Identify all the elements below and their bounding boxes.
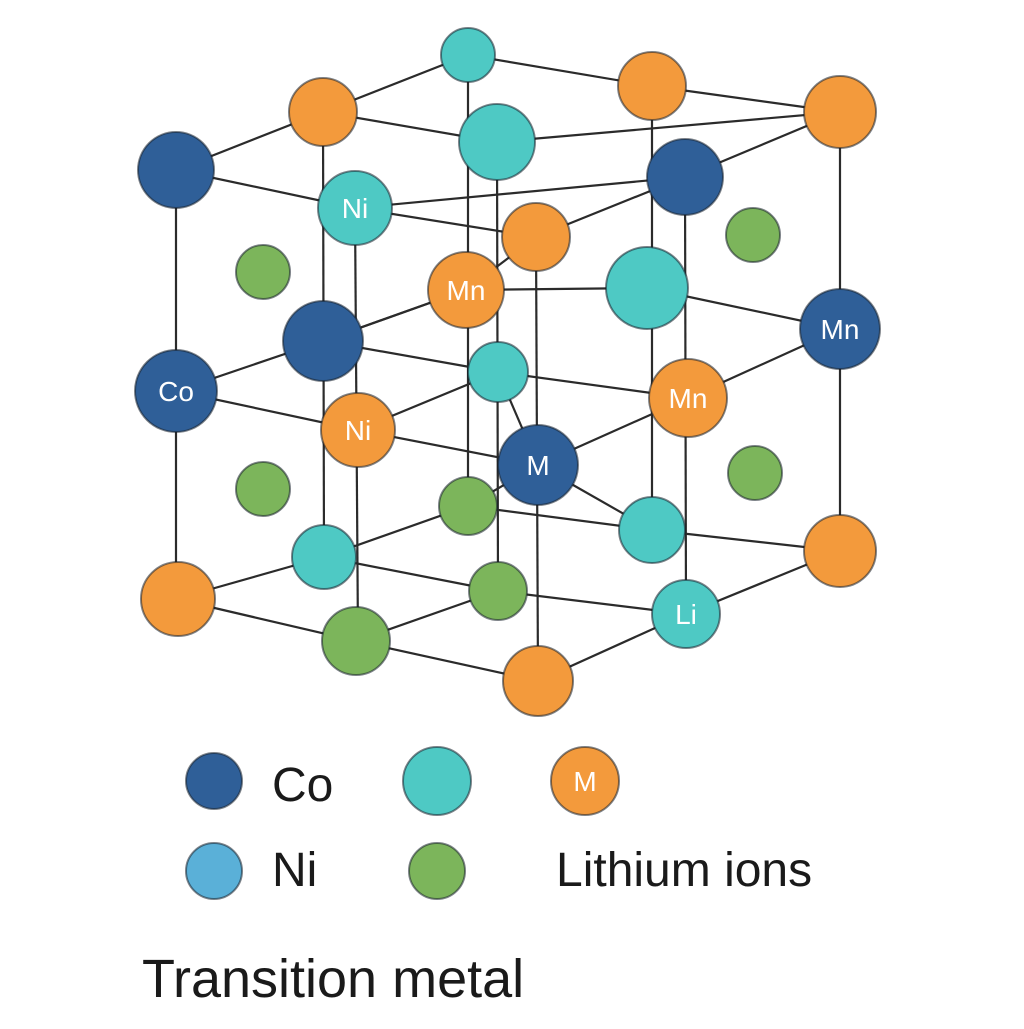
atom-mn-center-label: Mn (447, 275, 486, 306)
atom-ni-top-circle (317, 170, 393, 246)
atom-teal-right-lower (618, 496, 686, 564)
atom-green-right-upper-circle (725, 207, 781, 263)
atom-top-teal (440, 27, 496, 83)
atom-teal-center-circle (467, 341, 529, 403)
atom-orange-right-lower-circle (803, 514, 877, 588)
atom-mn-mid: Mn (648, 358, 728, 438)
atom-top-orange-left (288, 77, 358, 147)
atom-ni-top: Ni (317, 170, 393, 246)
atom-green-bottom-left-circle (321, 606, 391, 676)
legend-co-label: Co (272, 759, 334, 812)
legend-lithium-label: Lithium ions (556, 844, 813, 897)
atom-top-orange-mid (617, 51, 687, 121)
atom-orange-left-lower (140, 561, 216, 637)
atom-mn-right: Mn (799, 288, 881, 370)
bond-line (354, 175, 686, 210)
atom-orange-mid-upper (501, 202, 571, 272)
atom-co-center-circle (282, 300, 364, 382)
atom-teal-center (467, 341, 529, 403)
atom-top-orange-right (803, 75, 877, 149)
atom-mn-mid-circle (648, 358, 728, 438)
atom-orange-bottom-circle (502, 645, 574, 717)
atom-co-left: Co (134, 349, 218, 433)
atom-top-teal-circle (440, 27, 496, 83)
atom-teal-left-lower-circle (291, 524, 357, 590)
legend-green-marker-circle (408, 842, 466, 900)
atom-green-left-upper (235, 244, 291, 300)
atom-orange-bottom (502, 645, 574, 717)
atom-co-left-label: Co (158, 376, 194, 407)
atom-green-center-lower (468, 561, 528, 621)
legend-m-marker-label: M (573, 766, 596, 797)
atom-orange-mid-upper-circle (501, 202, 571, 272)
atom-top-orange-mid-circle (617, 51, 687, 121)
atom-green-center (438, 476, 498, 536)
atom-top-co-left (137, 131, 215, 209)
atom-top-co-left-circle (137, 131, 215, 209)
atom-co-right-upper (646, 138, 724, 216)
atom-ni-mid-label: Ni (345, 415, 371, 446)
atom-co-right-upper-circle (646, 138, 724, 216)
atom-green-left-upper-circle (235, 244, 291, 300)
atom-top-orange-left-circle (288, 77, 358, 147)
bond-line (496, 110, 841, 144)
legend-markers: M (185, 746, 620, 900)
atom-teal-left-lower (291, 524, 357, 590)
atom-li-corner: Li (651, 579, 721, 649)
transition-metal-label: Transition metal (142, 949, 525, 1009)
atom-mn-right-label: Mn (821, 314, 860, 345)
legend-co-marker-circle (185, 752, 243, 810)
legend-ni-label: Ni (272, 844, 318, 897)
legend-m-marker-circle (550, 746, 620, 816)
atom-mn-right-circle (799, 288, 881, 370)
atom-green-center-lower-circle (468, 561, 528, 621)
atom-green-right-mid (727, 445, 783, 501)
atom-mn-mid-label: Mn (669, 383, 708, 414)
atom-green-right-upper (725, 207, 781, 263)
atom-ni-mid: Ni (320, 392, 396, 468)
atom-green-left-mid-circle (235, 461, 291, 517)
legend-teal-marker (402, 746, 472, 816)
atom-mn-center-circle (427, 251, 505, 329)
atom-orange-left-lower-circle (140, 561, 216, 637)
atom-li-corner-label: Li (675, 599, 697, 630)
legend-ni-marker-circle (185, 842, 243, 900)
atom-orange-right-lower (803, 514, 877, 588)
atom-ni-mid-circle (320, 392, 396, 468)
atom-top-teal-center-circle (458, 103, 536, 181)
atom-green-right-mid-circle (727, 445, 783, 501)
legend-ni-marker (185, 842, 243, 900)
atom-green-bottom-left (321, 606, 391, 676)
atom-co-center (282, 300, 364, 382)
atom-teal-right-center (605, 246, 689, 330)
atom-li-corner-circle (651, 579, 721, 649)
atom-m-center-circle (497, 424, 579, 506)
atom-top-orange-right-circle (803, 75, 877, 149)
atom-ni-top-label: Ni (342, 193, 368, 224)
atom-green-center-circle (438, 476, 498, 536)
atom-green-left-mid (235, 461, 291, 517)
atom-top-teal-center (458, 103, 536, 181)
atom-m-center: M (497, 424, 579, 506)
atom-mn-center: Mn (427, 251, 505, 329)
atom-co-left-circle (134, 349, 218, 433)
atom-m-center-label: M (526, 450, 549, 481)
legend-m-marker: M (550, 746, 620, 816)
legend-green-marker (408, 842, 466, 900)
legend-co-marker (185, 752, 243, 810)
atom-teal-right-center-circle (605, 246, 689, 330)
legend-teal-marker-circle (402, 746, 472, 816)
atom-teal-right-lower-circle (618, 496, 686, 564)
